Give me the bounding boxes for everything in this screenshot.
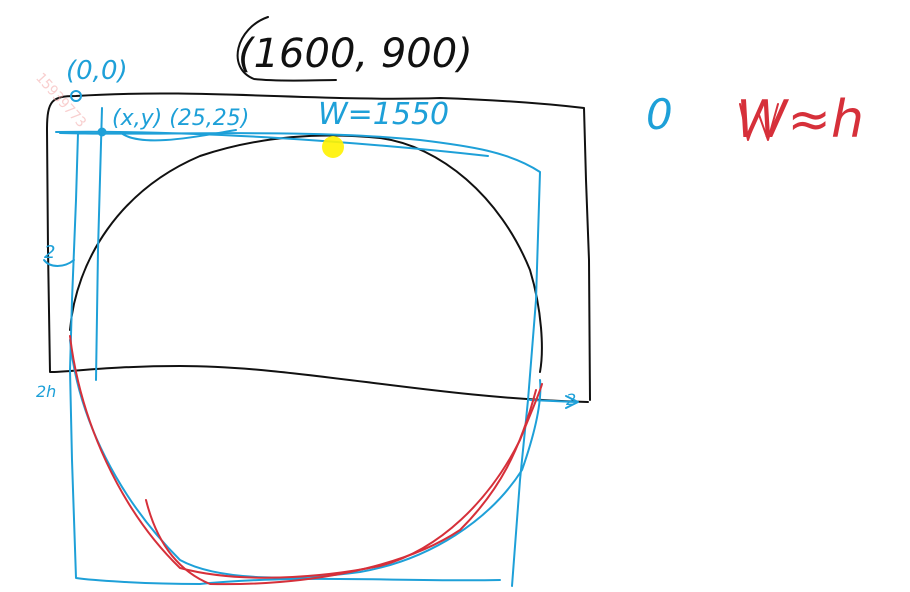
resolution-label: (1600, 900) — [238, 31, 473, 77]
screen-rectangle — [46, 92, 591, 403]
left-side-label: 2 — [44, 242, 56, 263]
dome-arc — [69, 134, 543, 373]
red-curve-2 — [145, 389, 537, 586]
red-wh-stroke — [739, 103, 779, 141]
blue-underline — [119, 129, 237, 142]
resolution-bracket — [236, 16, 337, 82]
bottom-right-label: 2 — [566, 390, 577, 409]
blue-tick-left — [43, 259, 75, 267]
origin-dot — [70, 90, 82, 102]
blue-guide-top — [55, 130, 489, 157]
blue-guide-left — [95, 107, 103, 381]
cursor-highlight — [322, 136, 344, 158]
red-curve-1 — [69, 335, 543, 579]
blue-square — [59, 132, 541, 587]
offset-dot — [97, 127, 107, 137]
bottom-left-label: 2h — [36, 382, 57, 401]
origin-label: (0,0) — [66, 56, 128, 86]
offset-label: (x,y) (25,25) — [112, 106, 250, 131]
ratio-label: W≈h — [736, 90, 864, 150]
zero-label: 0 — [646, 90, 673, 139]
blue-arrow — [529, 395, 579, 409]
blue-lower-arc — [69, 339, 542, 579]
width-label: W=1550 — [318, 97, 450, 132]
